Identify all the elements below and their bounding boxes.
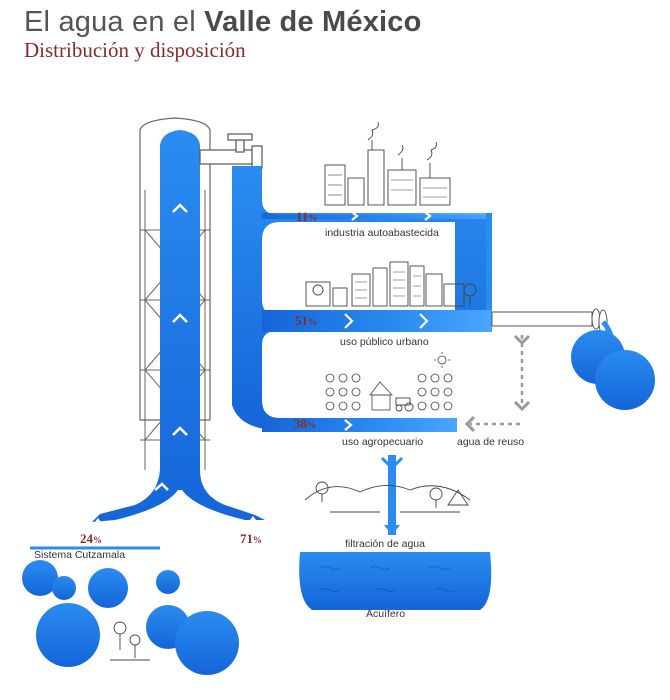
- industry-label: industria autoabastecida: [325, 227, 439, 239]
- urban-percent: 51%: [295, 313, 317, 328]
- faucet-icon: [199, 133, 263, 169]
- agro-label: uso agropecuario: [342, 436, 423, 448]
- urban-label: uso público urbano: [340, 336, 429, 348]
- cutzamala-percent: 24%: [80, 531, 102, 546]
- tree-row-right: [417, 373, 453, 411]
- page-subtitle: Distribución y disposición: [24, 38, 246, 62]
- tractor-icon: [395, 397, 414, 412]
- tower-water-column: [92, 130, 265, 522]
- title-prefix: El agua en el: [24, 6, 205, 38]
- factory-icon: [324, 121, 451, 206]
- tree-icon: [110, 621, 150, 661]
- agro-percent: 38%: [294, 416, 316, 431]
- filtration-label: filtración de agua: [345, 538, 425, 550]
- lake-icon: [22, 560, 239, 675]
- reuse-dashed-arrows: [470, 335, 524, 426]
- drain-pipe-icon: [491, 308, 608, 335]
- cutzamala-label: Sistema Cutzamala: [34, 549, 125, 561]
- outflow-lake-2: [595, 350, 655, 410]
- sun-icon: [434, 352, 450, 368]
- page-title: El agua en el Valle de México: [24, 6, 422, 39]
- tree-row-left: [325, 373, 361, 411]
- tower-flow-arrows: [154, 203, 188, 491]
- city-icon: [305, 261, 477, 307]
- aquifer-label: Acuífero: [366, 608, 405, 620]
- landscape-icon: [304, 481, 471, 513]
- title-bold: Valle de México: [204, 6, 422, 38]
- branch-flow-arrows: [344, 211, 432, 431]
- reuse-label: agua de reuso: [457, 436, 524, 448]
- aquifer-source-percent: 71%: [240, 531, 262, 546]
- industry-percent: 11%: [296, 209, 317, 224]
- aquifer-basin: [299, 552, 492, 610]
- farm-icon: [325, 373, 453, 411]
